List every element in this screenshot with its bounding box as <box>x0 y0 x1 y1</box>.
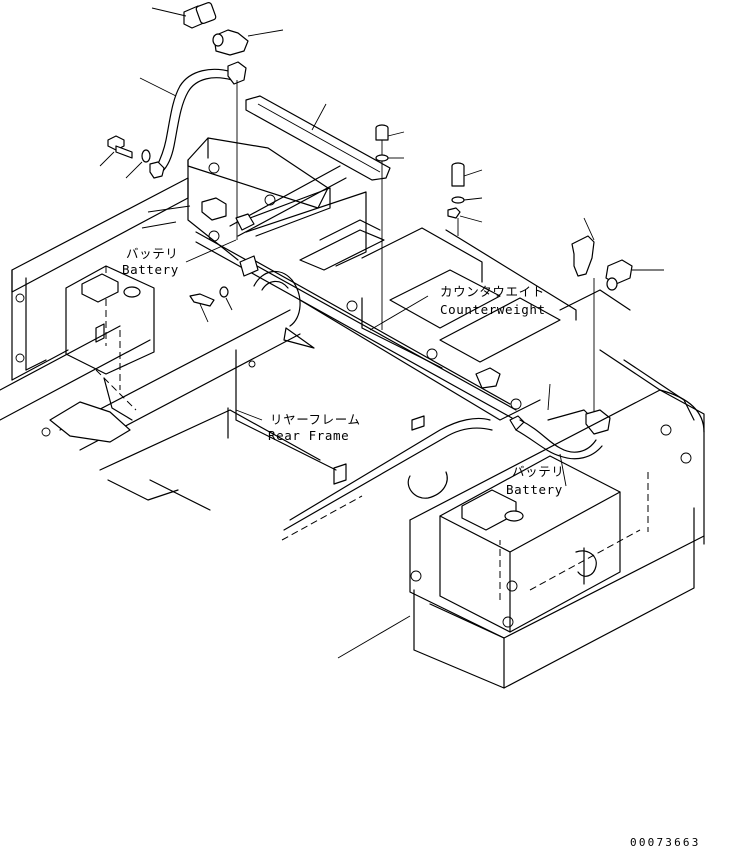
battery-left-label-en: Battery <box>122 262 179 277</box>
main-frame <box>187 137 631 410</box>
rear-frame <box>99 327 337 511</box>
right-battery <box>439 455 649 633</box>
cover-plate <box>245 95 391 181</box>
battery-left-label-jp: バッテリ <box>126 246 178 261</box>
counterweight-block <box>409 349 705 689</box>
terminal-cap-right-2 <box>605 259 664 291</box>
drawing-number: 00073663 <box>630 836 701 849</box>
terminal-cap-right-1 <box>571 217 595 277</box>
lower-harness <box>281 415 493 541</box>
bolt-center <box>375 124 405 330</box>
battery-right-label-jp: バッテリ <box>512 464 564 479</box>
bolt-left <box>99 135 133 167</box>
counterweight-label-jp: カウンタウエイト <box>440 284 545 299</box>
terminal-cap-top-2 <box>212 29 284 56</box>
battery-cable-right <box>515 383 611 460</box>
battery-cable-left <box>139 61 247 240</box>
rear-frame-label-jp: リヤーフレーム <box>270 412 361 427</box>
battery-right-label-en: Battery <box>506 482 563 497</box>
bolt-right <box>447 162 483 236</box>
left-frame-lines <box>0 286 301 451</box>
washer-left <box>125 149 151 179</box>
counterweight-label-en: Counterweight <box>440 302 546 317</box>
cable-pipes <box>195 165 541 431</box>
rear-frame-label-en: Rear Frame <box>268 428 349 443</box>
left-battery-box <box>11 177 189 381</box>
terminal-cap-top-1 <box>151 2 217 29</box>
fan-pulley <box>253 270 301 327</box>
